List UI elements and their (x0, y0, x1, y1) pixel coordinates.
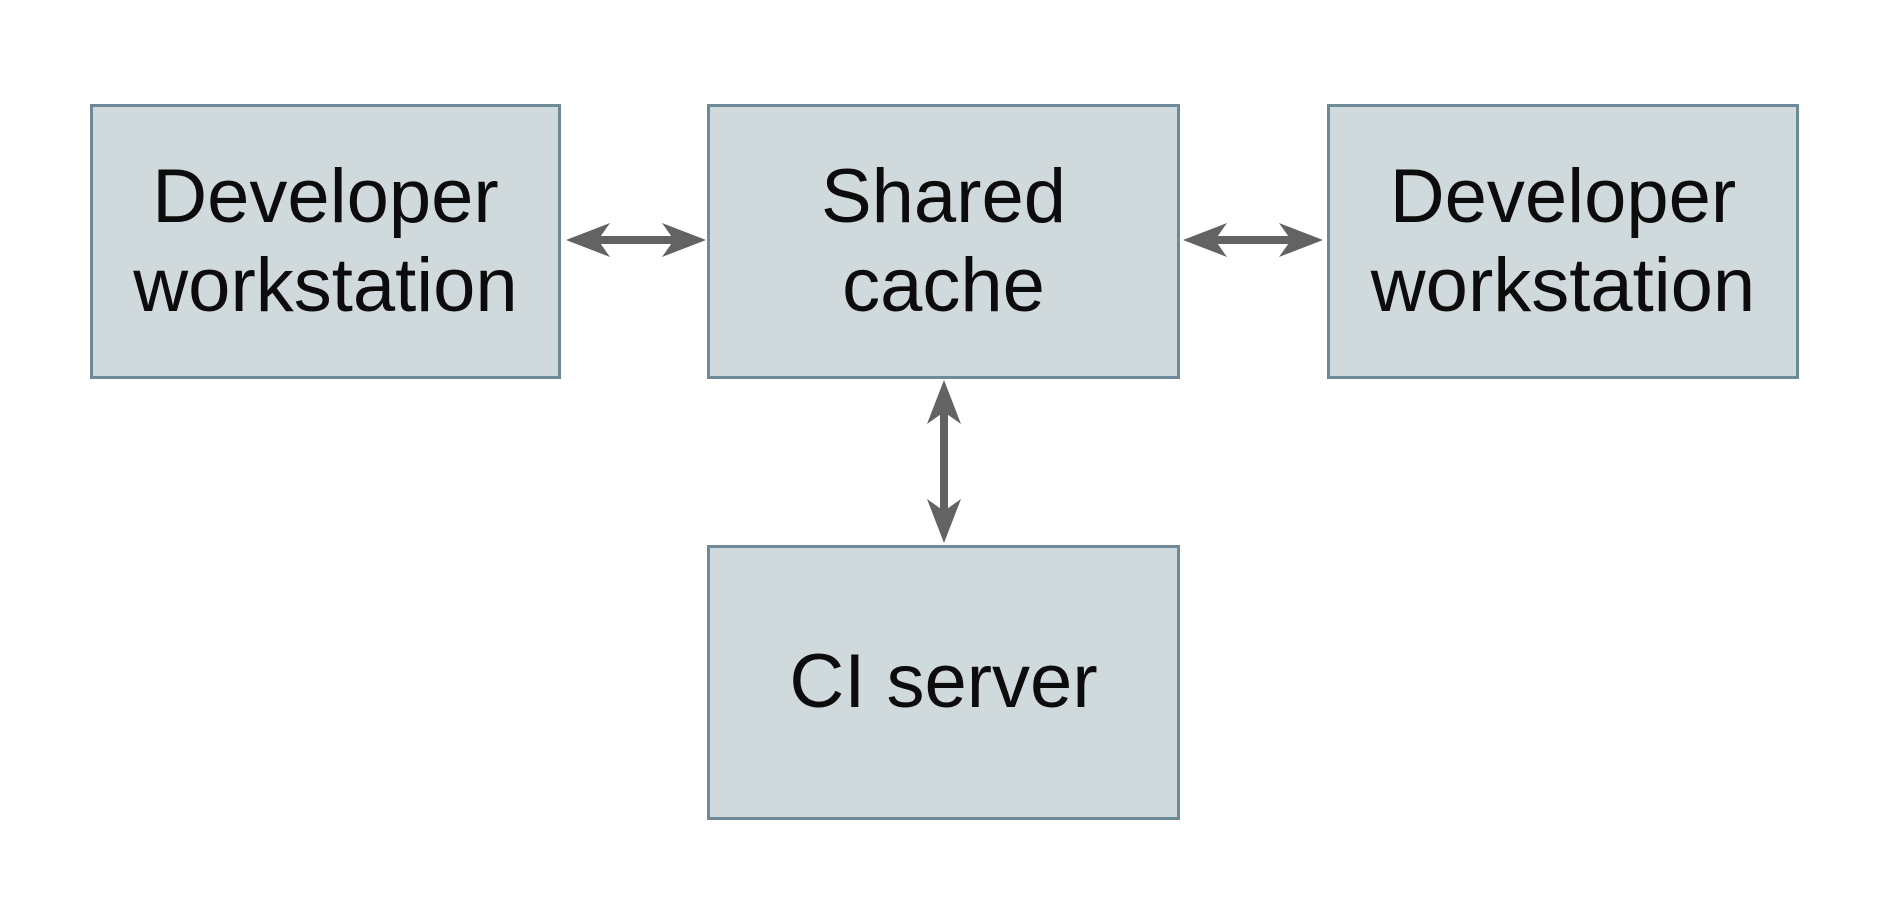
node-label-line: CI server (789, 639, 1098, 725)
arrow-shared-cache-ci-server (927, 380, 961, 543)
node-label-line: Developer (152, 154, 499, 240)
node-label-line: workstation (1370, 242, 1756, 328)
node-shared-cache: Shared cache (707, 104, 1180, 379)
node-label-line: Developer (1389, 154, 1737, 240)
node-label-line: cache (842, 242, 1045, 328)
node-label: Developer workstation (1371, 153, 1755, 329)
node-label-line: Shared (820, 154, 1067, 240)
node-label-line: workstation (133, 242, 518, 328)
node-ci-server: CI server (707, 545, 1180, 820)
node-developer-workstation-left: Developer workstation (90, 104, 561, 379)
node-label: Developer workstation (133, 153, 517, 329)
node-label: CI server (789, 638, 1097, 726)
node-developer-workstation-right: Developer workstation (1327, 104, 1799, 379)
arrow-left-workstation-shared-cache (566, 223, 706, 257)
arrow-shared-cache-right-workstation (1183, 223, 1323, 257)
node-label: Shared cache (821, 153, 1066, 329)
